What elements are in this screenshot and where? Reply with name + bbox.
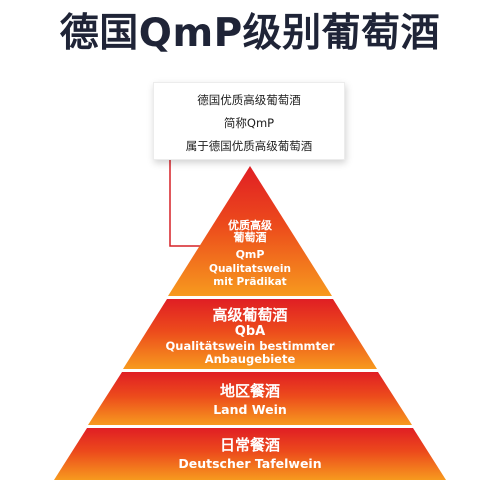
definition-callout: 德国优质高级葡萄酒 简称QmP 属于德国优质高级葡萄酒 (153, 82, 345, 160)
tier-qba-abbr: QbA (234, 324, 266, 339)
tier-land-wein-de: Land Wein (213, 402, 287, 417)
callout-line-3: 属于德国优质高级葡萄酒 (185, 139, 313, 153)
tier-qmp-cn-line1: 优质高级 (228, 219, 272, 232)
callout-line-1: 德国优质高级葡萄酒 (197, 93, 301, 107)
tier-qmp-de-line1: Qualitatswein (209, 263, 291, 275)
tier-qba-cn: 高级葡萄酒 (212, 306, 288, 324)
tier-qmp-de-line2: mit Prädikat (213, 276, 287, 288)
tier-tafelwein-de: Deutscher Tafelwein (178, 456, 322, 471)
tier-qba-de-line2: Anbaugebiete (204, 352, 296, 366)
tier-land-wein-cn: 地区餐酒 (219, 382, 280, 400)
callout-line-2: 简称QmP (223, 116, 275, 130)
tier-land-wein (88, 372, 412, 425)
tier-tafelwein-cn: 日常餐酒 (219, 436, 280, 454)
tier-tafelwein (54, 428, 446, 480)
tier-qmp-cn-line2: 葡萄酒 (233, 231, 267, 244)
tier-qba-de-line1: Qualitätswein bestimmter (165, 339, 335, 353)
page-title: 德国QmP级别葡萄酒 (59, 11, 441, 56)
tier-qba (123, 299, 377, 369)
tier-qmp-abbr: QmP (235, 248, 265, 261)
tier-qmp (168, 166, 332, 296)
